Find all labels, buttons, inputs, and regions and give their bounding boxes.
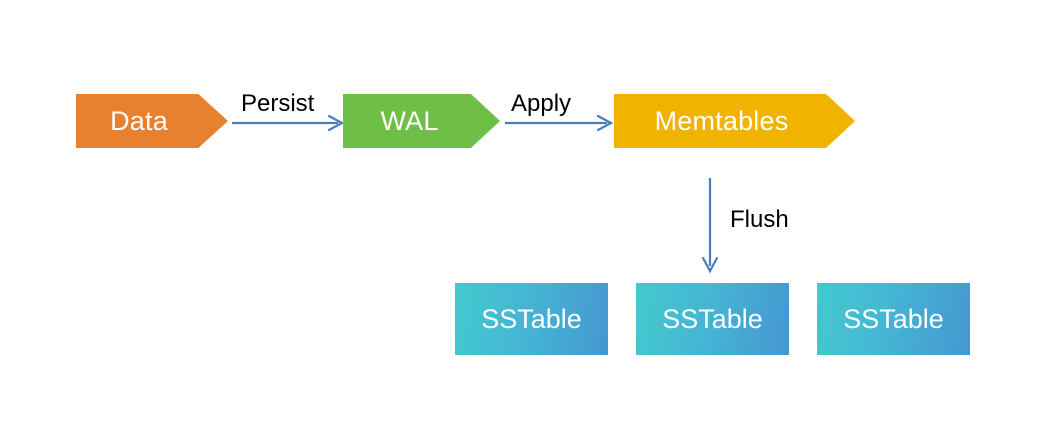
node-sstable-2[interactable]: SSTable	[636, 283, 789, 355]
node-memtables-label: Memtables	[654, 105, 789, 136]
edge-label-flush: Flush	[730, 206, 789, 233]
node-sstable-1[interactable]: SSTable	[455, 283, 608, 355]
edge-arrow-apply	[505, 114, 614, 132]
edge-arrow-flush-head	[701, 256, 719, 274]
node-data[interactable]: Data	[76, 94, 228, 148]
edge-arrow-persist	[232, 114, 345, 132]
edge-arrow-persist-head	[327, 114, 345, 132]
edge-label-apply: Apply	[511, 90, 572, 117]
node-memtables[interactable]: Memtables	[614, 94, 855, 148]
node-sstable-3[interactable]: SSTable	[817, 283, 970, 355]
node-sstable-1-label: SSTable	[481, 303, 582, 334]
edge-arrow-apply-head	[596, 114, 614, 132]
edge-label-persist: Persist	[241, 90, 315, 117]
node-data-label: Data	[110, 105, 168, 136]
edge-arrow-flush	[701, 178, 719, 274]
node-wal[interactable]: WAL	[343, 94, 500, 148]
node-sstable-3-label: SSTable	[843, 303, 944, 334]
node-sstable-2-label: SSTable	[662, 303, 763, 334]
node-wal-label: WAL	[380, 105, 439, 136]
